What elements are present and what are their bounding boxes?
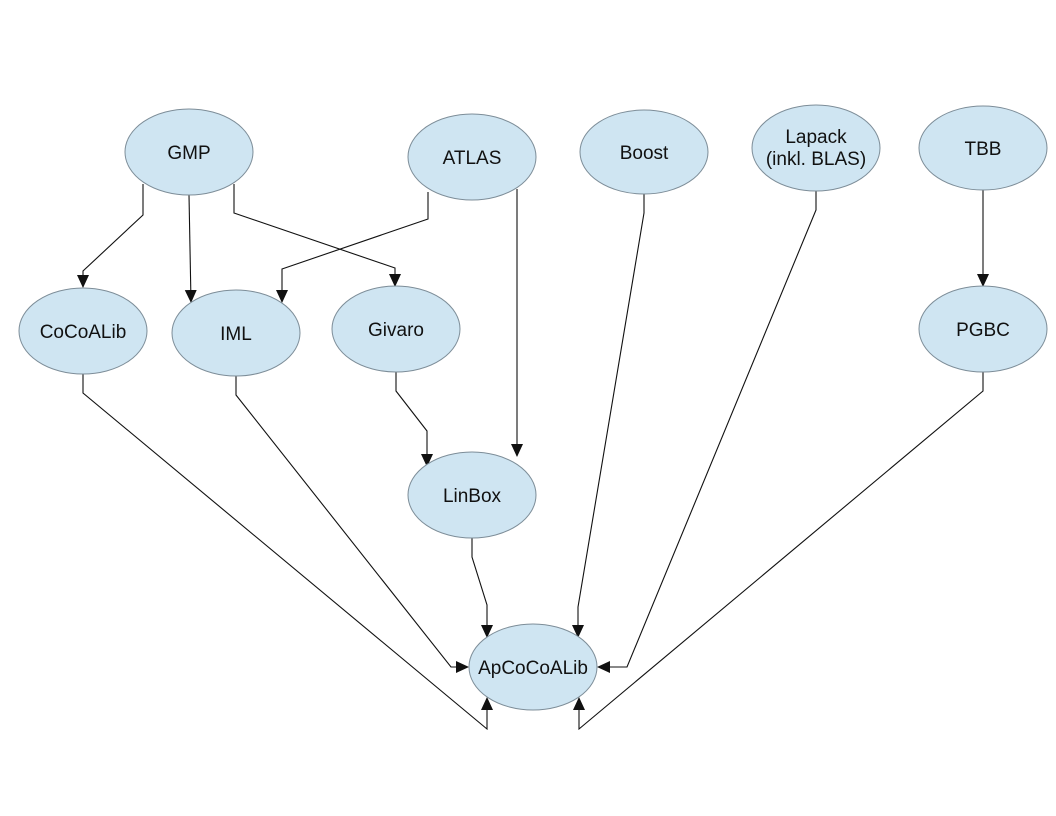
edge-iml-apcocoalib: [235, 376, 469, 673]
node-pgbc: PGBC: [918, 285, 1048, 373]
node-lapack-label-line1: Lapack: [785, 127, 847, 148]
edge-atlas-iml: [276, 192, 429, 303]
node-apcocoalib: ApCoCoALib: [468, 623, 598, 711]
node-apcocoalib-label: ApCoCoALib: [478, 658, 588, 679]
node-lapack-label-line2: (inkl. BLAS): [766, 149, 866, 170]
edge-linbox-apcocoalib: [471, 538, 493, 638]
edge-boost-apcocoalib: [572, 194, 645, 638]
edge-gmp-iml: [184, 194, 197, 303]
node-lapack: Lapack (inkl. BLAS): [751, 104, 881, 192]
node-linbox-label: LinBox: [443, 486, 502, 507]
node-givaro: Givaro: [331, 285, 461, 373]
edge-pgbc-apcocoalib: [573, 372, 984, 731]
node-gmp: GMP: [124, 108, 254, 196]
node-tbb-label: TBB: [965, 139, 1002, 160]
edge-cocoalib-apcocoalib: [82, 374, 493, 731]
node-cocoalib: CoCoALib: [18, 287, 148, 375]
node-tbb: TBB: [918, 105, 1048, 191]
node-boost: Boost: [579, 109, 709, 195]
node-iml: IML: [171, 289, 301, 377]
node-linbox: LinBox: [407, 451, 537, 539]
node-iml-label: IML: [220, 324, 252, 345]
node-atlas-label: ATLAS: [443, 148, 502, 169]
edge-gmp-cocoalib: [77, 184, 144, 288]
edge-lapack-apcocoalib: [597, 191, 817, 673]
node-cocoalib-label: CoCoALib: [40, 322, 127, 343]
edge-gmp-givaro: [233, 184, 401, 287]
node-givaro-label: Givaro: [368, 320, 424, 341]
edge-givaro-linbox: [395, 372, 433, 467]
node-boost-label: Boost: [620, 143, 669, 164]
node-atlas: ATLAS: [407, 113, 537, 201]
node-pgbc-label: PGBC: [956, 320, 1010, 341]
node-gmp-label: GMP: [167, 143, 210, 164]
